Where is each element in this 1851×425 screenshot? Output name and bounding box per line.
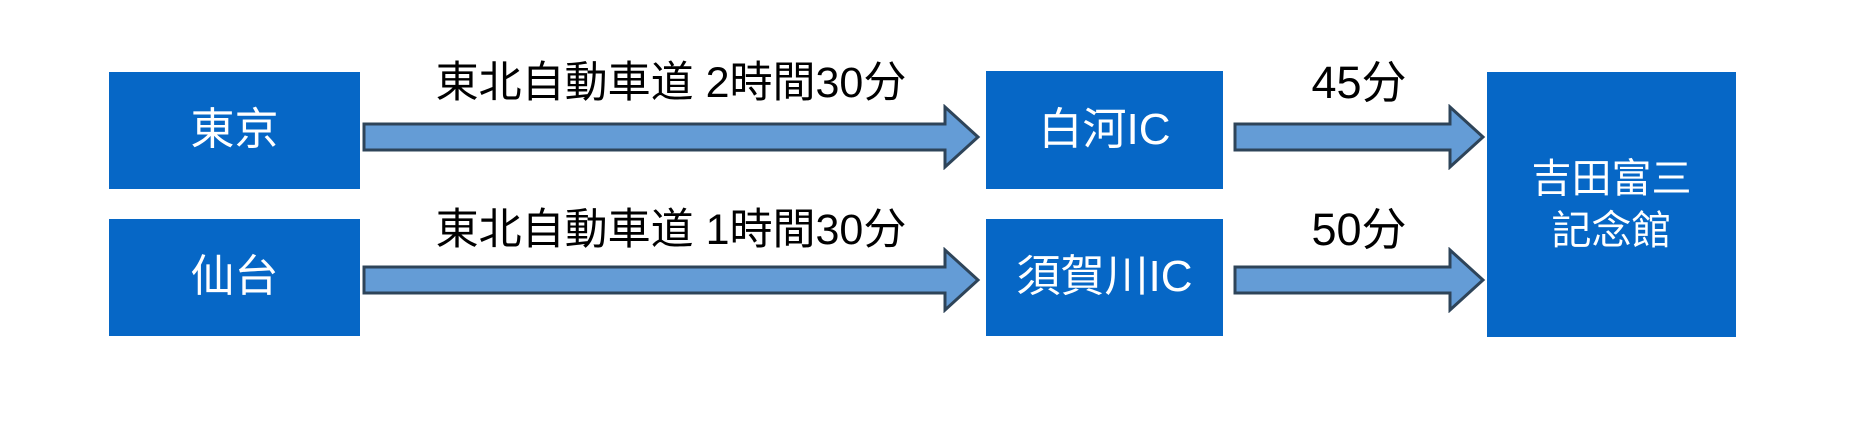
arrow-right-icon bbox=[362, 104, 981, 170]
route-tokyo-leg1-label: 東北自動車道 2時間30分 bbox=[435, 59, 907, 107]
route-tokyo-leg2-label: 45分 bbox=[1311, 57, 1407, 108]
node-museum-label-line2: 記念館 bbox=[1551, 208, 1672, 253]
node-museum-label-line1: 吉田富三 bbox=[1531, 156, 1692, 201]
route-sendai-leg1-label: 東北自動車道 1時間30分 bbox=[435, 206, 907, 254]
node-tokyo: 東京 bbox=[109, 72, 360, 189]
node-sendai: 仙台 bbox=[109, 219, 360, 336]
node-sendai-label: 仙台 bbox=[190, 252, 279, 302]
node-tokyo-label: 東京 bbox=[190, 105, 279, 155]
arrow-right-icon bbox=[1233, 104, 1486, 170]
node-museum-label: 吉田富三 記念館 bbox=[1532, 153, 1692, 257]
route-sendai-leg2-label: 50分 bbox=[1311, 204, 1407, 255]
node-museum: 吉田富三 記念館 bbox=[1487, 72, 1736, 337]
node-shirakawa-ic: 白河IC bbox=[986, 71, 1223, 189]
arrow-right-icon bbox=[1233, 247, 1486, 313]
node-sukagawa-ic-label: 須賀川IC bbox=[1016, 252, 1193, 302]
node-shirakawa-ic-label: 白河IC bbox=[1038, 104, 1171, 154]
arrow-right-icon bbox=[362, 247, 981, 313]
node-sukagawa-ic: 須賀川IC bbox=[986, 219, 1223, 336]
